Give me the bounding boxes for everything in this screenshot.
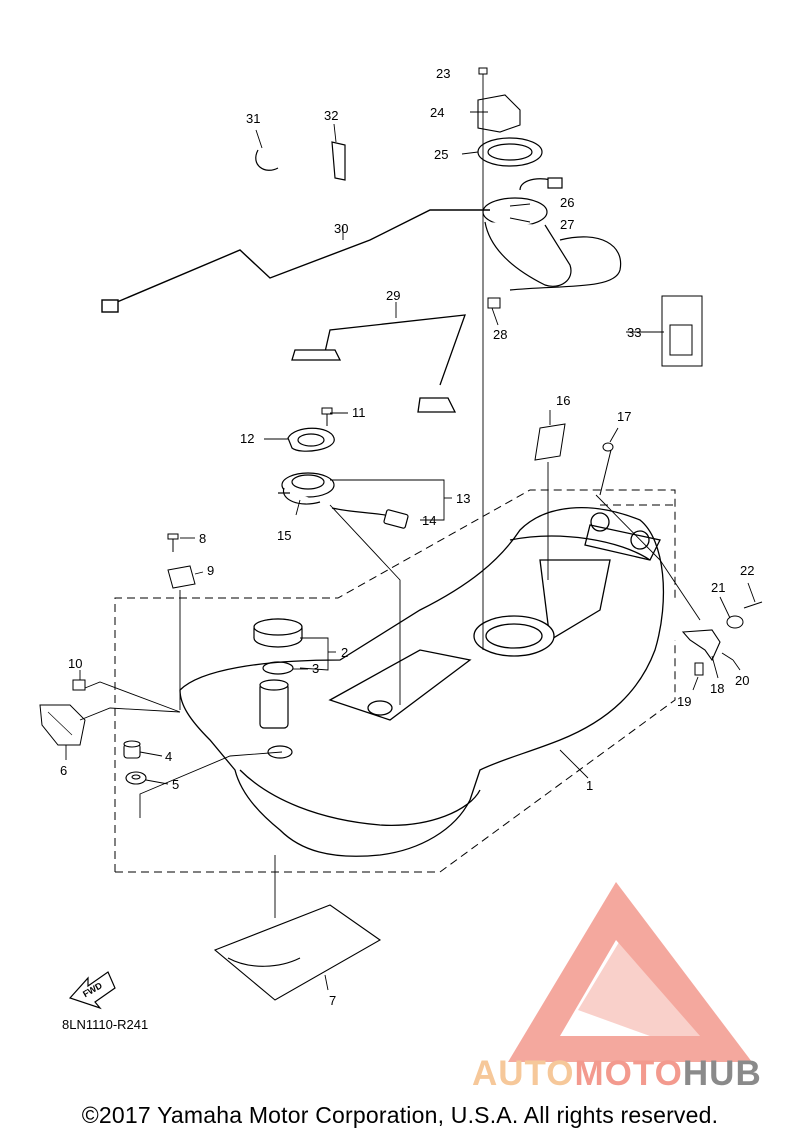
- diagram-code: 8LN1110-R241: [62, 1017, 149, 1032]
- callout-10: 10: [68, 656, 82, 671]
- pad-16: [534, 423, 566, 461]
- callout-15: 15: [277, 528, 291, 543]
- watermark-part-hub: HUB: [682, 1054, 762, 1093]
- watermark-logo: [508, 882, 752, 1062]
- screw-23: [478, 67, 488, 75]
- callout-21: 21: [711, 580, 725, 595]
- leader-lines: [65, 74, 756, 991]
- callout-28: 28: [493, 327, 507, 342]
- nut-19: [694, 662, 704, 676]
- callout-2: 2: [341, 645, 348, 660]
- clamp-21: [726, 615, 744, 629]
- callout-32: 32: [324, 108, 338, 123]
- assembly-outline: [114, 489, 676, 873]
- callout-5: 5: [172, 777, 179, 792]
- bolt-22: [743, 601, 763, 609]
- fwd-arrow: [68, 971, 116, 1010]
- gasket-12: [287, 427, 335, 452]
- callout-8: 8: [199, 531, 206, 546]
- copyright-notice: ©2017 Yamaha Motor Corporation, U.S.A. A…: [81, 1102, 719, 1128]
- callout-26: 26: [560, 195, 574, 210]
- bracket-18: [681, 629, 721, 662]
- cap-17: [599, 442, 614, 496]
- callout-16: 16: [556, 393, 570, 408]
- callout-27: 27: [560, 217, 574, 232]
- callout-13: 13: [456, 491, 470, 506]
- callout-11: 11: [352, 405, 366, 420]
- callout-20: 20: [735, 673, 749, 688]
- callout-labels: 1 2 3 4 5 6 7 8 9 10 11 12 13 14 15 16 1…: [60, 66, 754, 1008]
- fuel-tank-exploded-diagram: 1 2 3 4 5 6 7 8 9 10 11 12 13 14 15 16 1…: [39, 66, 763, 1062]
- callout-3: 3: [312, 661, 319, 676]
- hose-30: [101, 209, 490, 313]
- fuel-cap: [253, 618, 303, 648]
- bracket-24: [477, 94, 521, 133]
- gasket-25: [477, 137, 543, 167]
- bolt-20: [721, 652, 734, 661]
- callout-6: 6: [60, 763, 67, 778]
- watermark-text: AUTOMOTOHUB: [472, 1054, 762, 1094]
- drain-washer: [125, 771, 147, 785]
- fuel-tank: [179, 507, 665, 857]
- holder-32: [331, 141, 346, 181]
- fuel-pump: [482, 177, 622, 291]
- sensor-33: [661, 295, 703, 367]
- callout-7: 7: [329, 993, 336, 1008]
- callout-29: 29: [386, 288, 400, 303]
- hose-29: [291, 314, 466, 413]
- callout-9: 9: [207, 563, 214, 578]
- callout-33: 33: [627, 325, 641, 340]
- cap-28: [487, 297, 501, 309]
- bolt-8: [167, 533, 179, 552]
- callout-24: 24: [430, 105, 444, 120]
- callout-30: 30: [334, 221, 348, 236]
- fuel-bag: [213, 904, 382, 1001]
- callout-17: 17: [617, 409, 631, 424]
- screw-11: [321, 407, 333, 426]
- callout-1: 1: [586, 778, 593, 793]
- callout-14: 14: [422, 513, 436, 528]
- callout-12: 12: [240, 431, 254, 446]
- callout-23: 23: [436, 66, 450, 81]
- watermark-part-auto: AUTO: [472, 1054, 575, 1093]
- callout-19: 19: [677, 694, 691, 709]
- drain-bolt: [123, 740, 141, 759]
- callout-22: 22: [740, 563, 754, 578]
- callout-31: 31: [246, 111, 260, 126]
- callout-18: 18: [710, 681, 724, 696]
- watermark-part-moto: MOTO: [574, 1054, 683, 1093]
- cap-gasket: [262, 661, 294, 675]
- damper-9: [167, 565, 196, 589]
- callout-4: 4: [165, 749, 172, 764]
- fuel-sender: [278, 472, 409, 529]
- callout-25: 25: [434, 147, 448, 162]
- clip-10: [72, 679, 86, 691]
- clip-31: [255, 149, 279, 171]
- protector-sheet: [39, 704, 86, 746]
